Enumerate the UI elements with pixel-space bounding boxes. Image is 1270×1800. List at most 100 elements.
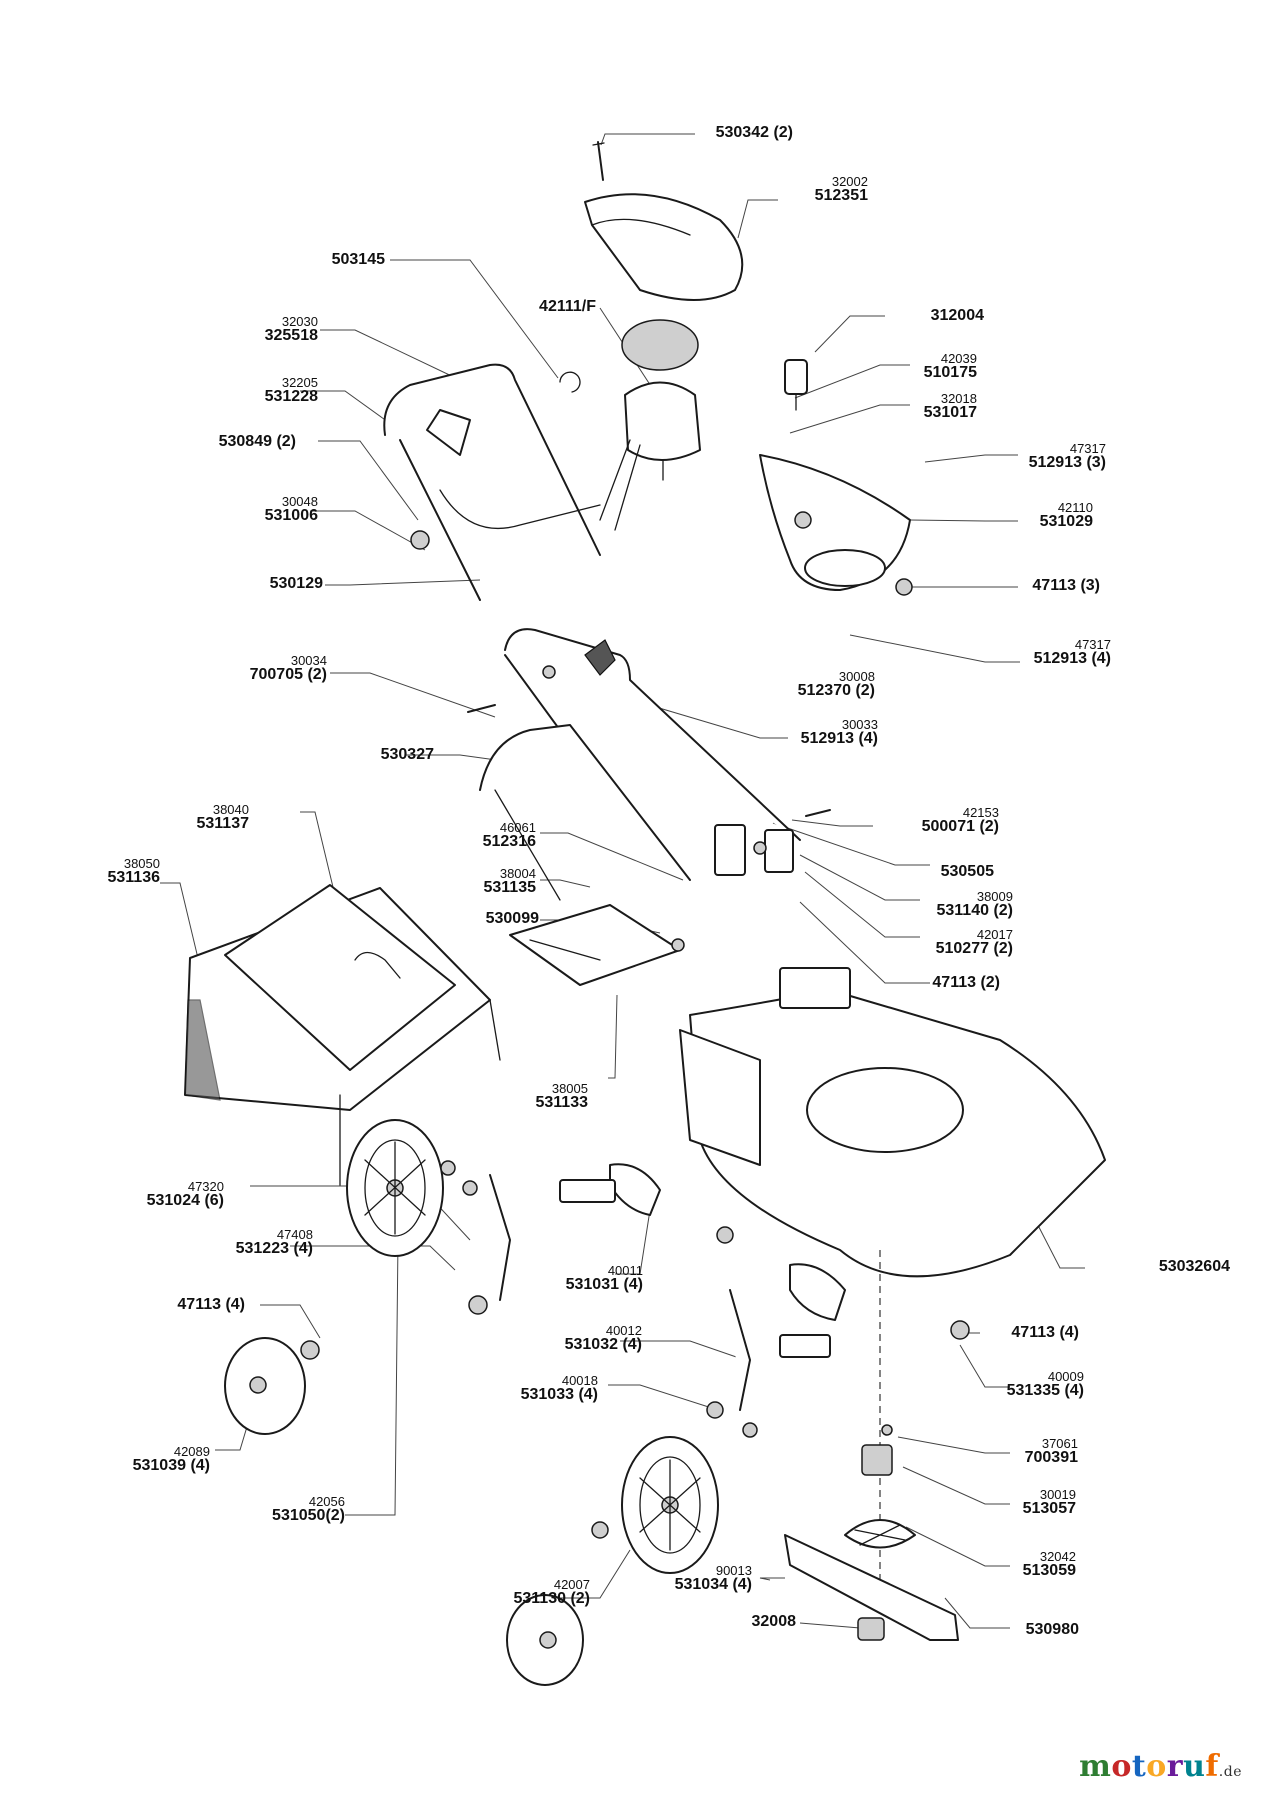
callout-L24: 530505: [941, 864, 994, 880]
ref-number: 32018: [940, 391, 977, 406]
part-number: 531223 (4): [235, 1240, 313, 1257]
callout-L4: 42111/F: [539, 299, 596, 315]
ref-number: 42089: [173, 1444, 210, 1459]
callout-L28: 530099: [486, 911, 539, 927]
clip-ring: [559, 371, 581, 393]
ref-number: 47320: [187, 1179, 224, 1194]
part-number: 512351: [814, 187, 868, 204]
ref-number: 30034: [290, 653, 327, 668]
grass-catcher: [184, 884, 501, 1186]
blade-adapter: [844, 1444, 916, 1549]
logo-letter: u: [1183, 1749, 1206, 1784]
ref-number: 42056: [308, 1494, 345, 1509]
part-number: 530849 (2): [218, 433, 296, 450]
part-number: 531133: [535, 1094, 588, 1111]
part-number: 700391: [1024, 1449, 1078, 1466]
blade-bolt: [857, 1617, 885, 1641]
ref-number: 30048: [281, 494, 318, 509]
ref-number: 32002: [831, 174, 868, 189]
callout-L35: 53032604: [1159, 1259, 1230, 1275]
capacitor: [784, 359, 808, 411]
part-number: 32008: [751, 1613, 797, 1630]
part-number: 513059: [1022, 1562, 1076, 1579]
electric-motor: [599, 319, 701, 531]
blade: [784, 1534, 959, 1641]
ref-number: 38040: [212, 802, 249, 817]
ref-number: 30008: [838, 669, 875, 684]
front-wheel: [621, 1436, 719, 1574]
ref-number: 40018: [561, 1373, 598, 1388]
ref-number: 47317: [1069, 441, 1106, 456]
ref-number: 42017: [976, 927, 1013, 942]
part-number: 531135: [483, 879, 536, 896]
ref-number: 42039: [940, 351, 977, 366]
height-adjuster-front: [729, 1263, 846, 1411]
ref-number: 40011: [607, 1263, 643, 1278]
knob: [584, 639, 616, 676]
callout-L20: 530327: [381, 747, 434, 763]
motor-housing: [759, 454, 911, 591]
ref-number: 30033: [841, 717, 878, 732]
part-number: 530099: [485, 910, 539, 927]
part-number: 510175: [923, 364, 977, 381]
ref-number: 30019: [1039, 1487, 1076, 1502]
part-number: 531137: [196, 815, 249, 832]
ref-number: 32042: [1039, 1549, 1076, 1564]
callout-L49: 530980: [1026, 1622, 1079, 1638]
part-number: 53032604: [1158, 1258, 1230, 1275]
part-number: 531039 (4): [132, 1457, 210, 1474]
part-number: 512913 (4): [1033, 650, 1111, 667]
part-number: 531050(2): [272, 1507, 345, 1524]
ref-number: 38004: [499, 866, 536, 881]
logo-domain: .de: [1218, 1764, 1242, 1780]
logo-letter: m: [1079, 1749, 1112, 1784]
part-number: 512913 (3): [1028, 454, 1106, 471]
mower-deck: [679, 967, 1106, 1600]
ref-number: 47408: [276, 1227, 313, 1242]
part-number: 47113 (2): [932, 974, 1000, 991]
callout-L48: 32008: [752, 1614, 797, 1630]
height-adjuster-rear: [489, 1163, 661, 1301]
ref-number: 37061: [1041, 1436, 1078, 1451]
part-number: 531034 (4): [674, 1576, 752, 1593]
part-number: 531006: [264, 507, 318, 524]
part-number: 513057: [1022, 1500, 1076, 1517]
part-number: 530327: [380, 746, 434, 763]
part-number: 47113 (4): [1011, 1324, 1079, 1341]
part-number: 531130 (2): [513, 1590, 590, 1607]
part-number: 512370 (2): [797, 682, 875, 699]
part-number: 47113 (4): [177, 1296, 245, 1313]
small-hardware: [300, 511, 970, 1539]
ref-number: 46061: [499, 820, 536, 835]
logo-letter: r: [1166, 1749, 1184, 1784]
part-number: 500071 (2): [921, 818, 999, 835]
middle-handle: [479, 724, 691, 901]
ref-number: 42153: [962, 805, 999, 820]
part-number: 530129: [269, 575, 323, 592]
handle-cable: [439, 489, 601, 529]
